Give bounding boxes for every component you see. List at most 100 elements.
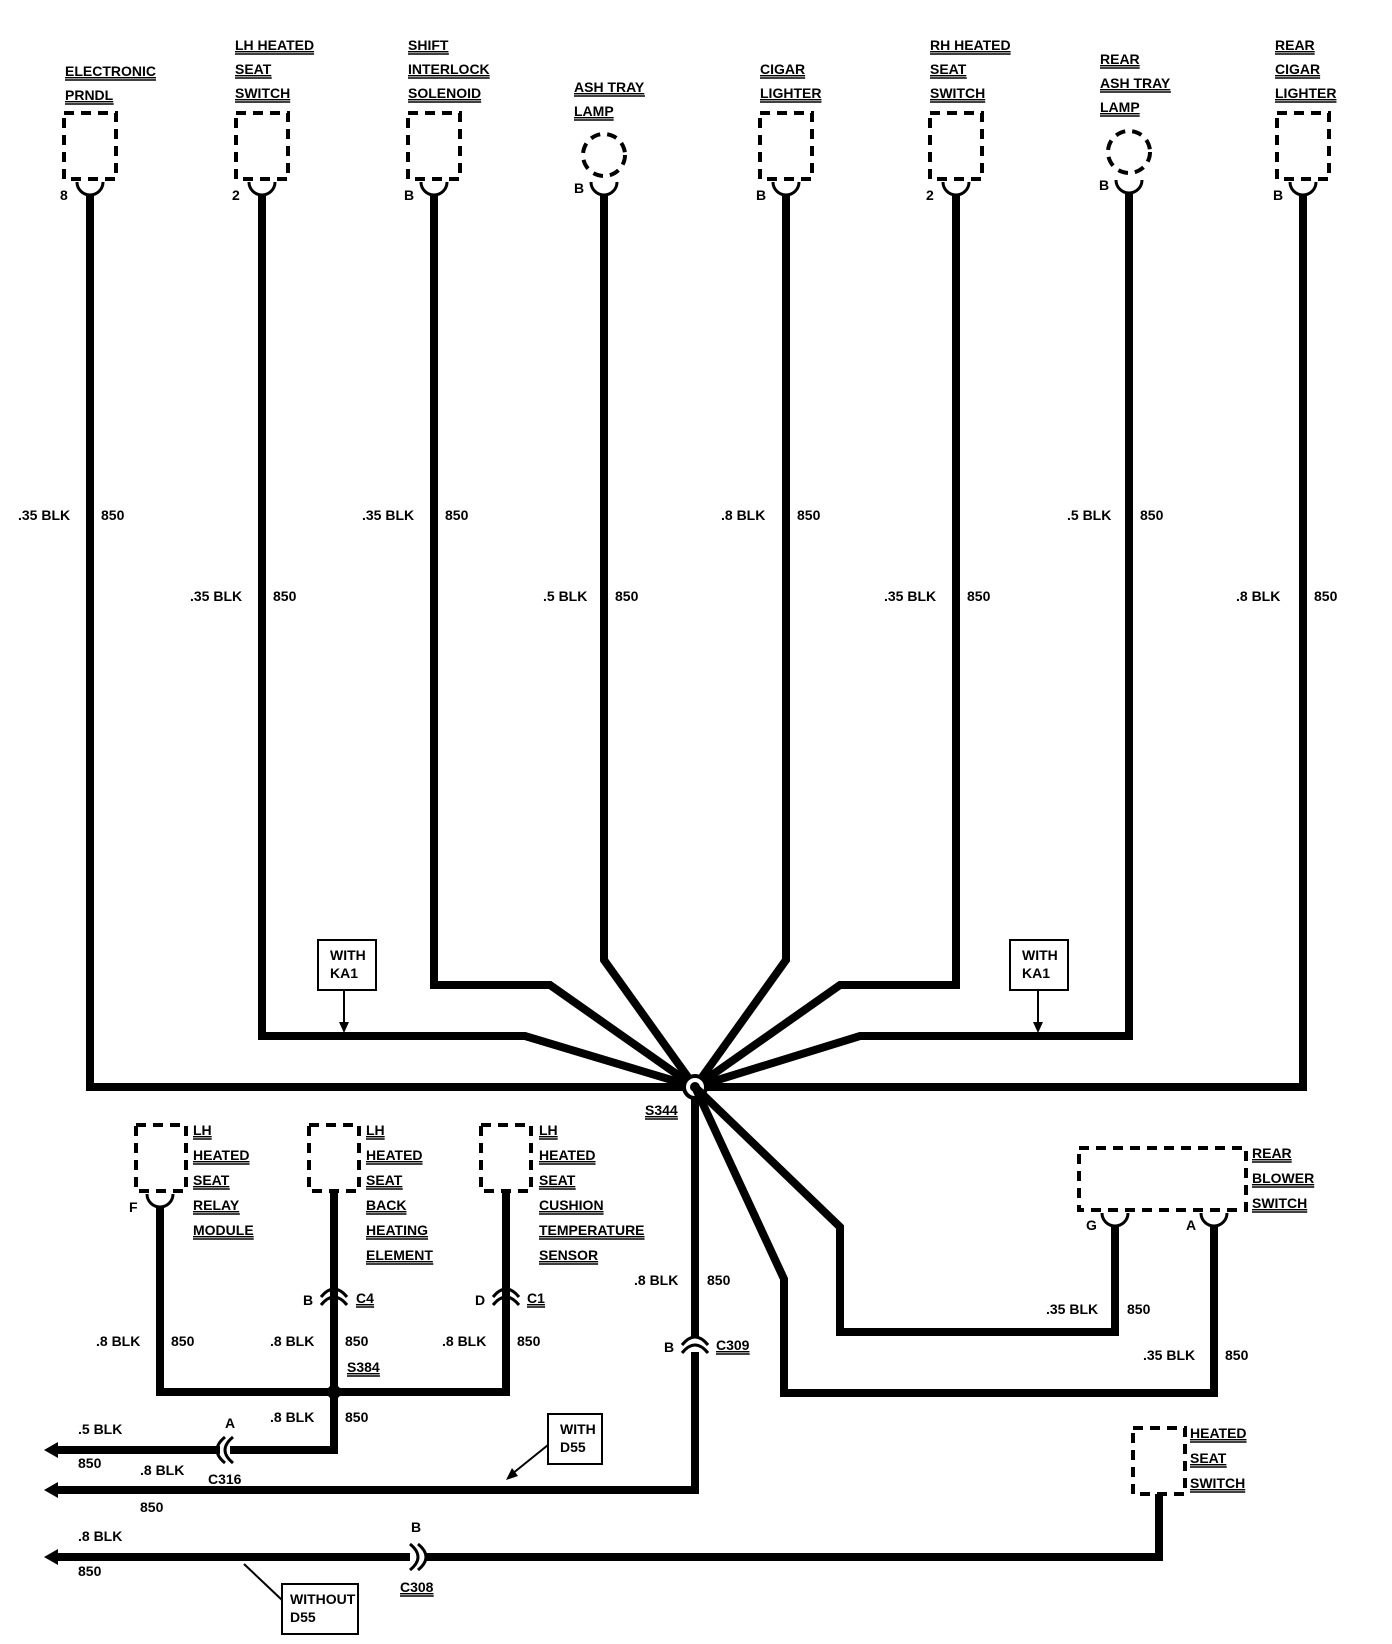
pin-lh-seat-switch: 2 [232, 187, 240, 203]
wire3-gauge: .35 BLK [362, 507, 414, 523]
bottom-wire [52, 1494, 1163, 1561]
label-rear-ash-tray-lamp: REAR ASH TRAY LAMP [1100, 51, 1171, 117]
pin-blower-a: A [1186, 1217, 1196, 1233]
svg-text:ASH TRAY: ASH TRAY [574, 79, 645, 95]
svg-text:HEATED: HEATED [193, 1147, 250, 1163]
svg-text:WITH: WITH [560, 1421, 596, 1437]
cushion-sensor-box [479, 1123, 533, 1193]
svg-text:S344: S344 [645, 1102, 678, 1118]
ash-tray-lamp-circle [581, 132, 627, 178]
rear-cigar-lighter-box [1275, 111, 1331, 181]
connector-c308: B C308 [400, 1519, 434, 1597]
svg-text:CIGAR: CIGAR [1275, 61, 1320, 77]
svg-text:ELECTRONIC: ELECTRONIC [65, 63, 156, 79]
s384-out-circuit: 850 [345, 1409, 369, 1425]
pin-shift-interlock: B [404, 187, 414, 203]
s344-down-gauge: .8 BLK [634, 1272, 678, 1288]
svg-text:D55: D55 [290, 1609, 316, 1625]
svg-text:C4: C4 [356, 1290, 374, 1306]
svg-text:D55: D55 [560, 1439, 586, 1455]
label-lh-heated-seat-relay-module: LH HEATED SEAT RELAY MODULE [193, 1122, 254, 1240]
svg-text:ASH TRAY: ASH TRAY [1100, 75, 1171, 91]
left-arrowheads [44, 1442, 58, 1565]
label-cigar-lighter: CIGAR LIGHTER [760, 61, 822, 103]
svg-text:LH: LH [193, 1122, 212, 1138]
svg-text:SEAT: SEAT [1190, 1450, 1227, 1466]
svg-text:KA1: KA1 [1022, 965, 1050, 981]
svg-text:LH: LH [366, 1122, 385, 1138]
note-without-d55: WITHOUT D55 [243, 1563, 359, 1635]
svg-text:LAMP: LAMP [574, 103, 614, 119]
connector-c316: A C316 [52, 1415, 242, 1487]
s344-down-wire [52, 1098, 699, 1494]
svg-text:SEAT: SEAT [366, 1172, 403, 1188]
relay-wire-gauge: .8 BLK [96, 1333, 140, 1349]
back-heating-element-box [307, 1123, 361, 1193]
left3-gauge: .8 BLK [78, 1528, 122, 1544]
pin-rear-cigar-lighter: B [1273, 187, 1283, 203]
svg-text:SEAT: SEAT [193, 1172, 230, 1188]
blower-a-wire-circuit: 850 [1225, 1347, 1249, 1363]
relay-module-cup [145, 1193, 175, 1209]
svg-text:HEATED: HEATED [1190, 1425, 1247, 1441]
back-wire-circuit: 850 [345, 1333, 369, 1349]
note-with-ka1-right: WITH KA1 [1009, 939, 1069, 1033]
splice-s384: S384 [327, 1359, 380, 1399]
left1-gauge: .5 BLK [78, 1421, 122, 1437]
pin-rh-seat-switch: 2 [926, 187, 934, 203]
svg-text:S384: S384 [347, 1359, 380, 1375]
rear-ash-tray-lamp-circle [1106, 129, 1152, 175]
label-ash-tray-lamp: ASH TRAY LAMP [574, 79, 645, 121]
wire6-circuit: 850 [967, 588, 991, 604]
svg-text:SEAT: SEAT [235, 61, 272, 77]
label-lh-heated-seat-switch: LH HEATED SEAT SWITCH [235, 37, 315, 103]
svg-text:C1: C1 [527, 1290, 545, 1306]
svg-text:LIGHTER: LIGHTER [1275, 85, 1336, 101]
wire4-circuit: 850 [615, 588, 639, 604]
cushion-wire-circuit: 850 [517, 1333, 541, 1349]
label-shift-interlock-solenoid: SHIFT INTERLOCK SOLENOID [408, 37, 490, 103]
top-wires [86, 194, 1307, 1091]
svg-text:B: B [664, 1339, 674, 1355]
label-lh-heated-seat-back-heating-element: LH HEATED SEAT BACK HEATING ELEMENT [366, 1122, 434, 1265]
wire8-circuit: 850 [1314, 588, 1338, 604]
prndl-component-box [62, 111, 118, 181]
svg-text:REAR: REAR [1100, 51, 1140, 67]
svg-text:KA1: KA1 [330, 965, 358, 981]
svg-text:REAR: REAR [1275, 37, 1315, 53]
svg-text:INTERLOCK: INTERLOCK [408, 61, 490, 77]
rh-seat-switch-box [928, 111, 984, 181]
svg-text:LAMP: LAMP [1100, 99, 1140, 115]
label-electronic-prndl: ELECTRONIC PRNDL [65, 63, 156, 105]
blower-a-wire-gauge: .35 BLK [1143, 1347, 1195, 1363]
wire2-gauge: .35 BLK [190, 588, 242, 604]
svg-text:WITH: WITH [1022, 947, 1058, 963]
svg-text:BLOWER: BLOWER [1252, 1170, 1314, 1186]
svg-text:LH: LH [539, 1122, 558, 1138]
blower-g-wire-circuit: 850 [1127, 1301, 1151, 1317]
svg-text:REAR: REAR [1252, 1145, 1292, 1161]
svg-text:C309: C309 [716, 1337, 750, 1353]
svg-text:RELAY: RELAY [193, 1197, 240, 1213]
wire7-circuit: 850 [1140, 507, 1164, 523]
svg-text:CUSHION: CUSHION [539, 1197, 604, 1213]
connector-c1: D C1 [475, 1287, 546, 1308]
svg-text:ELEMENT: ELEMENT [366, 1247, 433, 1263]
relay-module-box [134, 1123, 188, 1193]
pin-relay-module: F [129, 1199, 138, 1215]
blower-g-wire-gauge: .35 BLK [1046, 1301, 1098, 1317]
top-connector-cups [75, 179, 1318, 197]
wire2-circuit: 850 [273, 588, 297, 604]
label-rear-blower-switch: REAR BLOWER SWITCH [1252, 1145, 1315, 1213]
svg-text:TEMPERATURE: TEMPERATURE [539, 1222, 645, 1238]
svg-text:SWITCH: SWITCH [235, 85, 290, 101]
wire4-gauge: .5 BLK [543, 588, 587, 604]
connector-c4: B C4 [303, 1287, 375, 1308]
left1-circuit: 850 [78, 1455, 102, 1471]
svg-text:C316: C316 [208, 1471, 242, 1487]
wire3-circuit: 850 [445, 507, 469, 523]
label-rh-heated-seat-switch: RH HEATED SEAT SWITCH [930, 37, 1011, 103]
s344-down-circuit: 850 [707, 1272, 731, 1288]
label-rear-cigar-lighter: REAR CIGAR LIGHTER [1275, 37, 1337, 103]
wire1-gauge: .35 BLK [18, 507, 70, 523]
